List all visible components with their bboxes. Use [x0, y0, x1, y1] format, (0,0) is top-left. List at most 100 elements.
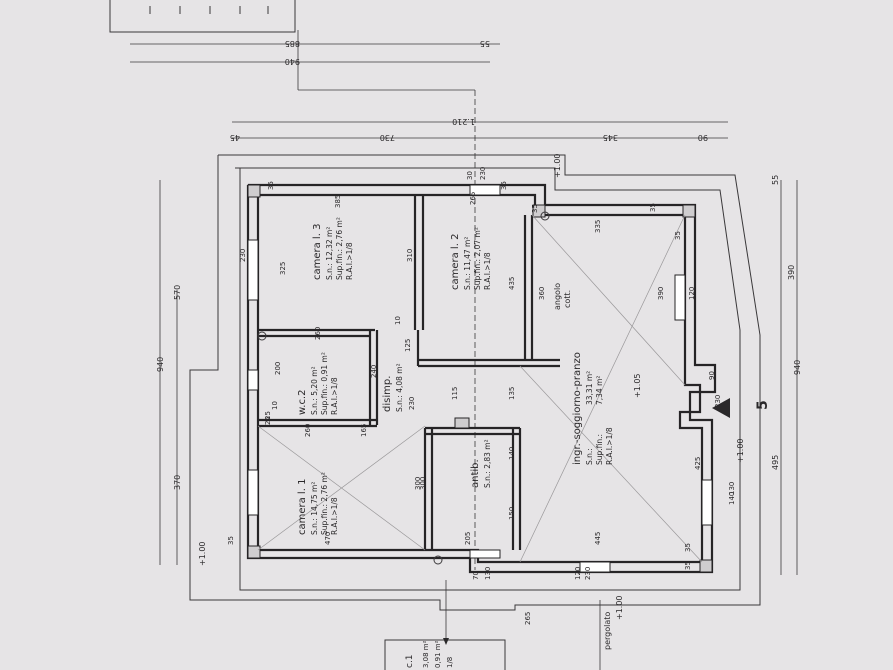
dim-1210: 1.210: [452, 117, 475, 126]
room-sn: S.n.: 12,32 m²: [325, 227, 334, 280]
inner-dimension-label: 360: [538, 287, 546, 300]
room-name: w.c.2: [297, 390, 308, 415]
top-strip-ticks: [149, 6, 269, 14]
interior-walls: [258, 195, 560, 550]
dim-right-55: 55: [771, 175, 780, 185]
inner-dimension-label: 335: [594, 220, 602, 233]
inner-dimension-label: 35: [500, 181, 508, 190]
room-sup: Sup.fin.: 2,76 m²: [320, 472, 329, 535]
inner-dimension-label: 150: [508, 507, 516, 520]
drain-icon: [433, 555, 443, 565]
dim-940-top: 940: [285, 57, 300, 66]
room-sup: Sup.fin.:: [595, 434, 604, 465]
inner-dimension-label: 205: [464, 532, 472, 545]
inner-dimension-label: 140: [728, 492, 736, 505]
room-ra: R.A.I.>1/8: [605, 427, 614, 465]
inner-dimension-label: 35: [684, 543, 692, 552]
lower-room-name: c.1: [405, 654, 415, 668]
room-soggiorno: ingr.-soggiorno-pranzo S.n.: 33,31 m² Su…: [572, 352, 614, 465]
room-ra: R.A.I.>1/8: [345, 242, 354, 280]
room-sn: S.n.: 5,20 m²: [310, 366, 319, 415]
inner-dimension-label: 260: [314, 327, 322, 340]
inner-dimension-label: 230: [479, 167, 487, 180]
inner-dimension-label: 130: [484, 567, 492, 580]
site-boundary: [189, 154, 761, 611]
room-name: camera l. 2: [450, 234, 461, 290]
pillars: [247, 184, 713, 573]
inner-dimension-label: 260: [304, 424, 312, 437]
level-center: +1.05: [633, 373, 642, 398]
dim-730: 730: [380, 133, 395, 142]
inner-dimension-label: 230: [714, 395, 722, 408]
site-boundary-inner: [235, 167, 741, 591]
lower-unit-fragment: [384, 639, 506, 670]
inner-dimension-label: 435: [508, 277, 516, 290]
windows: [247, 184, 713, 573]
dim-885: 885: [285, 39, 300, 48]
inner-dimension-label: 300: [414, 477, 422, 490]
inner-dimension-label: 10: [394, 316, 402, 325]
inner-dimension-label: 35: [267, 181, 275, 190]
room-name: antib.: [470, 459, 481, 488]
inner-dimension-label: 325: [279, 262, 287, 275]
room-sn: S.n.: 11,47 m²: [463, 237, 472, 290]
room-sup: Sup.fin.: 0,91 m²: [320, 352, 329, 415]
dim-right-390: 390: [787, 265, 796, 280]
inner-dimension-label: 230: [239, 249, 247, 262]
room-name: disimp.: [382, 376, 393, 412]
room-sn: S.n.:: [585, 448, 594, 465]
room-name: camera l. 3: [312, 224, 323, 280]
inner-dimension-label: 120: [688, 287, 696, 300]
adjacent-building: [109, 0, 296, 33]
inner-dimension-label: 230: [584, 567, 592, 580]
inner-dimension-label: 130: [728, 482, 736, 495]
dim-left-570: 570: [173, 285, 182, 300]
inner-dimension-label: 240: [370, 365, 378, 378]
room-ra: R.A.I.>1/8: [483, 252, 492, 290]
inner-dimension-label: 385: [334, 195, 342, 208]
room-sn: S.n.: 4,08 m²: [395, 363, 404, 412]
dim-left-370: 370: [173, 475, 182, 490]
angolo-line2: cott.: [563, 290, 572, 308]
column-block: [454, 417, 470, 429]
inner-dimension-label: 445: [594, 532, 602, 545]
dim-45: 45: [230, 133, 240, 142]
room-camera-1: camera l. 1 S.n.: 14,75 m² Sup.fin.: 2,7…: [297, 472, 339, 535]
inner-dimension-label: 165: [360, 424, 368, 437]
room-name: camera l. 1: [297, 479, 308, 535]
section-arrow-icon: [712, 398, 730, 418]
wc-fixture-icon: [257, 331, 267, 341]
room-disimpegno: disimp. S.n.: 4,08 m²: [382, 363, 404, 412]
level-left: +1.00: [198, 541, 207, 566]
inner-dimension-label: 125: [404, 339, 412, 352]
arrow-down-icon: [443, 638, 449, 645]
dim-55-top: 55: [480, 39, 490, 48]
inner-dimension-label: 70: [472, 571, 480, 580]
room-wc-2: w.c.2 S.n.: 5,20 m² Sup.fin.: 0,91 m² R.…: [297, 352, 339, 415]
lower-v1: 3,08 m²: [422, 640, 430, 668]
dim-90: 90: [698, 133, 708, 142]
level-bottom: +1.00: [615, 595, 624, 620]
inner-dimension-label: 115: [451, 387, 459, 400]
room-sn: S.n.: 14,75 m²: [310, 482, 319, 535]
room-sn: S.n.: 2,83 m²: [483, 439, 492, 488]
inner-dimension-label: 390: [657, 287, 665, 300]
stove-icon: [540, 211, 550, 221]
angolo-line1: angolo: [553, 283, 562, 310]
lower-v2: 0,91 m²: [434, 640, 442, 668]
room-ra: R.A.I.>1/8: [330, 497, 339, 535]
inner-dimension-label: 200: [274, 362, 282, 375]
lower-room-label: c.1: [405, 654, 415, 668]
inner-dimension-label: 25: [264, 416, 272, 425]
room-camera-2: camera l. 2 S.n.: 11,47 m² Sup.fin.: 2,0…: [450, 227, 492, 290]
inner-dimension-label: 35: [684, 561, 692, 570]
inner-dimension-label: 310: [406, 249, 414, 262]
room-sup: Sup.fin.: 2,76 m²: [335, 217, 344, 280]
inner-dimension-label: 265: [469, 192, 477, 205]
room-diagonals: [257, 214, 703, 563]
inner-dimension-label: 25: [264, 411, 272, 420]
inner-dimension-label: 35: [531, 204, 539, 213]
room-sup-val: 7,34 m²: [595, 376, 604, 405]
dim-345: 345: [603, 133, 618, 142]
